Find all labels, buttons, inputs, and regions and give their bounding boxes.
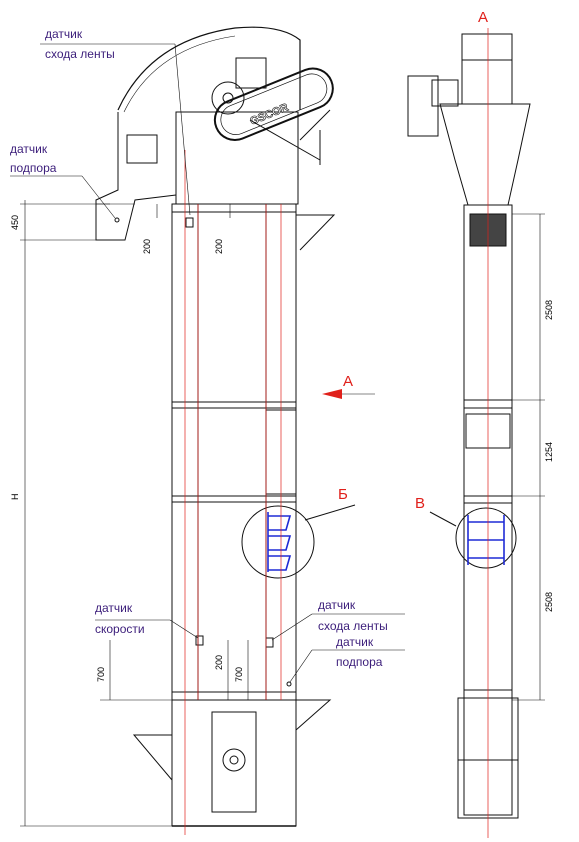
boot-hopper-right	[295, 699, 332, 731]
belt-sensor-top-label-2: схода ленты	[45, 47, 115, 61]
speed-sensor-label-2: скорости	[95, 622, 145, 636]
front-view: GSCOR	[95, 26, 356, 827]
view-a-top-letter: А	[478, 9, 488, 26]
detail-v-letter: В	[415, 495, 425, 512]
belt-sensor-top	[185, 217, 194, 228]
pressure-sensor-bottom	[286, 681, 292, 687]
detail-circle-b	[241, 505, 315, 579]
tail-pulley	[222, 748, 246, 772]
head-dome-inner	[123, 35, 236, 113]
head-dome	[117, 26, 301, 111]
speed-sensor	[195, 635, 204, 646]
drive-pulley	[211, 81, 245, 115]
dim-1254: 1254	[544, 442, 554, 462]
speed-sensor-label-1: датчик	[95, 601, 133, 615]
view-a-arrow-letter: А	[343, 373, 353, 390]
motor	[235, 57, 267, 89]
dim-450: 450	[10, 215, 20, 230]
belt-sensor-bottom	[265, 637, 274, 648]
pressure-sensor-bottom-label-1: датчик	[336, 635, 374, 649]
inspection-hatch	[126, 134, 158, 164]
logo-text: GSCOR	[248, 102, 290, 128]
dimension-lines-side	[512, 213, 545, 701]
belt-sensor-bottom-label-1: датчик	[318, 598, 356, 612]
dim-200-left: 200	[142, 239, 152, 254]
detail-circle-v	[455, 507, 517, 569]
pressure-sensor-top-label-2: подпора	[10, 161, 57, 175]
dim-200-right: 200	[214, 239, 224, 254]
drive-guard	[213, 67, 334, 141]
pressure-sensor-top	[114, 217, 120, 223]
boot-hopper-left	[132, 734, 173, 781]
label-leaders	[10, 43, 405, 683]
view-a-arrow	[322, 389, 342, 399]
bucket-profiles	[267, 512, 292, 572]
dim-2508-bottom: 2508	[544, 592, 554, 612]
inlet-spout	[95, 112, 177, 241]
pressure-sensor-bottom-label-2: подпора	[336, 655, 383, 669]
boot-section	[171, 699, 297, 827]
pressure-sensor-top-label-1: датчик	[10, 142, 48, 156]
head-box	[175, 111, 299, 205]
centerlines-front	[184, 150, 282, 835]
dim-2508-top: 2508	[544, 300, 554, 320]
head-top	[461, 33, 513, 105]
detail-b-letter: Б	[338, 486, 348, 503]
head-hood	[439, 103, 531, 206]
dim-200-bottom: 200	[214, 655, 224, 670]
discharge-chute	[296, 214, 336, 251]
belt-sensor-top-label-1: датчик	[45, 27, 83, 41]
belt-sensor-bottom-label-2: схода ленты	[318, 619, 388, 633]
dim-h: H	[10, 494, 20, 501]
side-view	[407, 33, 531, 819]
side-buckets	[467, 515, 505, 565]
dim-700-right: 700	[234, 667, 244, 682]
dim-700-left: 700	[96, 667, 106, 682]
